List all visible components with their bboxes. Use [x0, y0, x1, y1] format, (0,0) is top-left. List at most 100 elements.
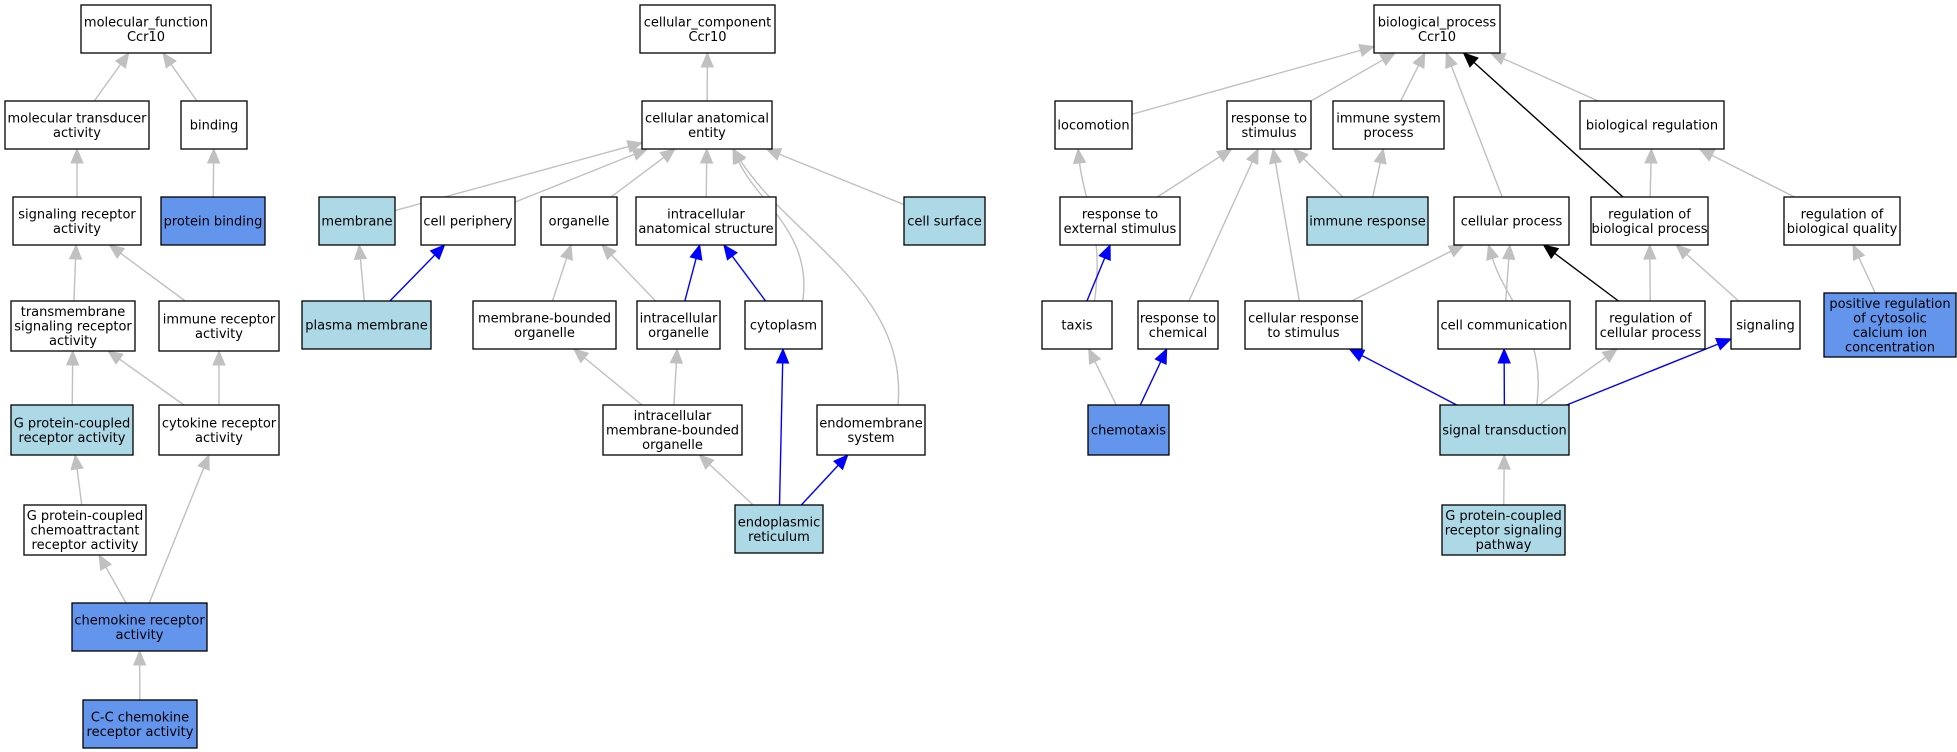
arrowhead-cell_proc-to-bp_root: [1445, 51, 1458, 69]
go-term-node-bio-reg[interactable]: biological regulation: [1579, 100, 1725, 150]
edge-chemotaxis-to-resp_chem: [1139, 361, 1162, 406]
node-label-line: Ccr10: [1418, 30, 1456, 45]
go-term-node-cell-comm[interactable]: cell communication: [1437, 300, 1571, 350]
node-box: [23, 504, 147, 556]
node-box: [1579, 100, 1725, 150]
edge-immune_receptor-to-sig_receptor: [120, 252, 186, 302]
arrowhead-immune_sys-to-bp_root: [1412, 51, 1426, 69]
arrowhead-cytoplasm-to-intracell_anat: [723, 243, 738, 261]
node-label-line: cell periphery: [423, 215, 513, 230]
arrowhead-cytokine_receptor-to-immune_receptor: [212, 349, 226, 366]
go-term-node-cell-proc[interactable]: cellular process: [1453, 196, 1570, 246]
go-term-node-chemotaxis[interactable]: chemotaxis: [1087, 404, 1170, 456]
go-term-node-taxis[interactable]: taxis: [1041, 300, 1113, 350]
go-term-node-cytoplasm[interactable]: cytoplasm: [744, 300, 823, 350]
go-term-node-binding[interactable]: binding: [180, 100, 248, 150]
edge-binding-to-mf_root: [170, 64, 198, 102]
node-box: [1823, 292, 1957, 358]
edge-resp_chem-to-resp_stim: [1188, 161, 1253, 302]
edge-immune_resp-to-resp_stim: [1303, 158, 1344, 198]
go-term-node-organelle[interactable]: organelle: [540, 196, 618, 246]
edge-chemotaxis-to-taxis: [1094, 361, 1117, 406]
node-box: [472, 300, 617, 350]
go-term-node-cell-surface[interactable]: cell surface: [903, 196, 986, 246]
edge-bio_reg-to-bp_root: [1503, 58, 1599, 102]
node-label-line: biological regulation: [1586, 119, 1718, 134]
arrowhead-ic_organelle-to-organelle: [601, 244, 617, 261]
arrowhead-chemotaxis-to-taxis: [1088, 347, 1102, 365]
node-box: [816, 404, 926, 456]
node-label-line: activity: [53, 222, 101, 237]
node-label-line: receptor signaling: [1445, 524, 1563, 539]
node-box: [12, 196, 142, 246]
go-term-node-plasma-membrane[interactable]: plasma membrane: [301, 300, 432, 350]
edge-er-to-ic_mb_organelle: [709, 464, 754, 506]
go-term-node-sig-trans[interactable]: signal transduction: [1439, 404, 1570, 456]
node-box: [420, 196, 516, 246]
node-label-line: membrane: [321, 215, 392, 230]
node-label-line: membrane-bounded: [606, 424, 739, 439]
go-term-node-protein-binding[interactable]: protein binding: [160, 196, 266, 246]
node-label-line: system: [848, 431, 895, 446]
node-box: [1041, 300, 1113, 350]
node-box: [301, 300, 432, 350]
edge-tm_sig_receptor-to-sig_receptor: [73, 258, 77, 302]
go-term-node-cell-periphery[interactable]: cell periphery: [420, 196, 516, 246]
arrowhead-tm_sig_receptor-to-sig_receptor: [68, 243, 83, 260]
node-box: [1453, 196, 1570, 246]
node-box: [635, 196, 777, 246]
go-term-node-immune-resp[interactable]: immune response: [1306, 196, 1429, 246]
go-term-node-gpcr-chemo[interactable]: G protein-coupledchemoattractantreceptor…: [23, 504, 147, 556]
node-label-line: biological_process: [1378, 15, 1497, 30]
edge-cell_resp_stim-to-resp_stim: [1274, 162, 1301, 302]
go-term-node-locomotion[interactable]: locomotion: [1054, 100, 1133, 150]
node-label-line: molecular transducer: [7, 111, 147, 126]
edge-plasma_membrane-to-membrane: [359, 258, 366, 302]
edge-sig_trans-to-cell_resp_stim: [1361, 354, 1457, 406]
arrowhead-organelle-to-cell_anat: [659, 148, 677, 164]
arrowhead-er-to-cytoplasm: [775, 347, 790, 364]
node-box: [4, 100, 150, 150]
node-box: [744, 300, 823, 350]
node-label-line: endoplasmic: [738, 515, 820, 530]
node-label-line: cellular response: [1248, 311, 1359, 326]
arrowhead-locomotion-to-bp_root: [1358, 44, 1376, 58]
node-label-line: regulation of: [1608, 207, 1691, 222]
go-term-node-signaling[interactable]: signaling: [1730, 300, 1801, 350]
edge-pos_reg_ca-to-reg_bio_qual: [1858, 257, 1876, 294]
arrowhead-intracell_anat-to-cell_anat: [699, 147, 714, 164]
arrowhead-resp_stim-to-bp_root: [1379, 52, 1397, 67]
node-label-line: cytokine receptor: [162, 416, 277, 431]
edge-locomotion-to-bp_root: [1131, 49, 1361, 115]
go-term-node-membrane[interactable]: membrane: [318, 196, 396, 246]
node-label-line: response to: [1140, 311, 1216, 326]
